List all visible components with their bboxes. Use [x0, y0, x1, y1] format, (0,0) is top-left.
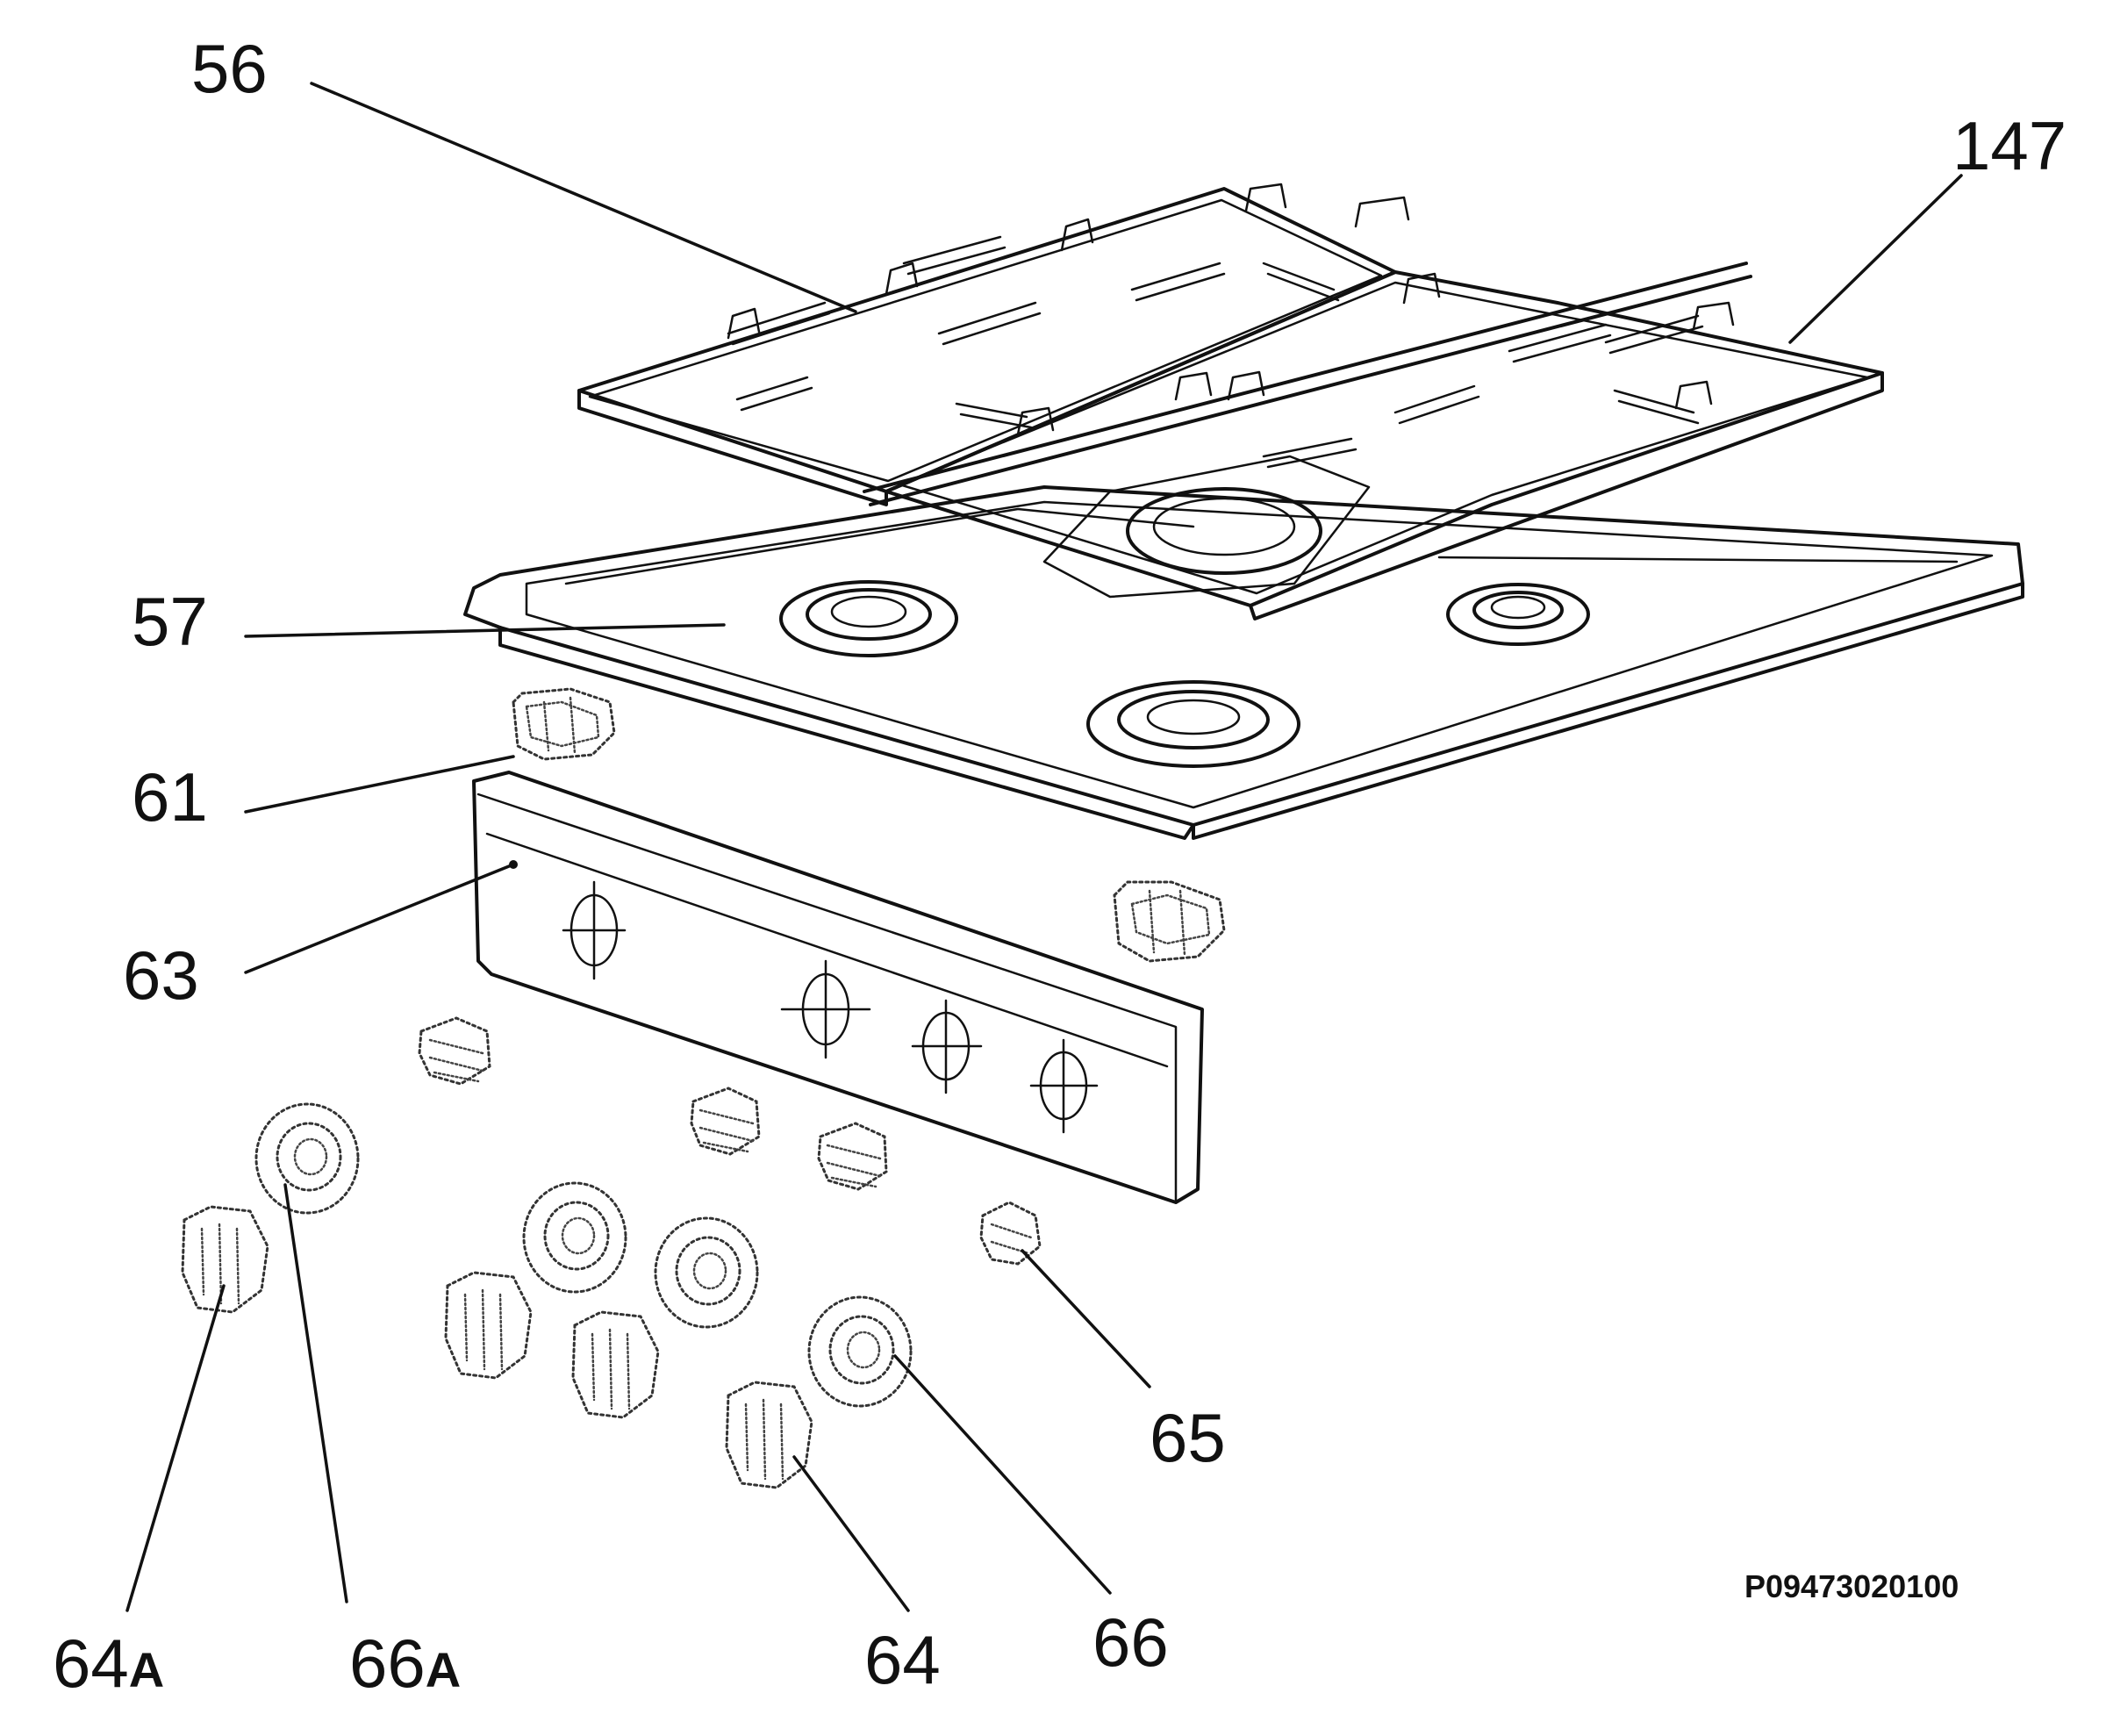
- control-knob: [571, 1310, 660, 1419]
- control-knob: [444, 1271, 533, 1380]
- knob-spring: [418, 1016, 491, 1086]
- callout-66: 66: [1092, 1603, 1169, 1681]
- knob-bezel: [254, 1102, 360, 1215]
- leader-lines: [125, 82, 1963, 1612]
- panel-knob-symbol: [911, 999, 983, 1094]
- callout-147: 147: [1952, 107, 2067, 184]
- drawing-code: P09473020100: [1744, 1568, 1959, 1604]
- callout-64a: 64A: [53, 1625, 164, 1702]
- hinge-clips: [512, 687, 1226, 963]
- control-panel-strip: [472, 771, 1204, 1204]
- callout-labels: 56 147 57 61 63 64A 66A 64 66 65 P094730…: [53, 30, 2067, 1702]
- callout-61: 61: [132, 758, 208, 836]
- panel-knob-symbol: [1029, 1038, 1099, 1134]
- control-knob: [725, 1381, 813, 1489]
- pan-support-grids: [577, 183, 1884, 621]
- panel-knob-symbol: [562, 880, 627, 980]
- knob-bezel: [654, 1216, 759, 1329]
- callout-57: 57: [132, 583, 208, 660]
- knob-spring: [817, 1122, 888, 1191]
- panel-knob-symbol: [780, 959, 871, 1059]
- control-knob: [181, 1205, 269, 1314]
- loose-knob-parts: [181, 1016, 1042, 1489]
- callout-65: 65: [1150, 1399, 1226, 1476]
- ignition-button-part: [979, 1201, 1042, 1266]
- callout-63: 63: [123, 936, 199, 1014]
- callout-56: 56: [191, 30, 268, 107]
- callout-64: 64: [864, 1621, 941, 1698]
- knob-bezel: [522, 1181, 627, 1294]
- knob-bezel: [807, 1295, 913, 1408]
- callout-66a: 66A: [349, 1625, 461, 1702]
- hob-top-plate: [463, 485, 2024, 840]
- knob-spring: [690, 1087, 761, 1156]
